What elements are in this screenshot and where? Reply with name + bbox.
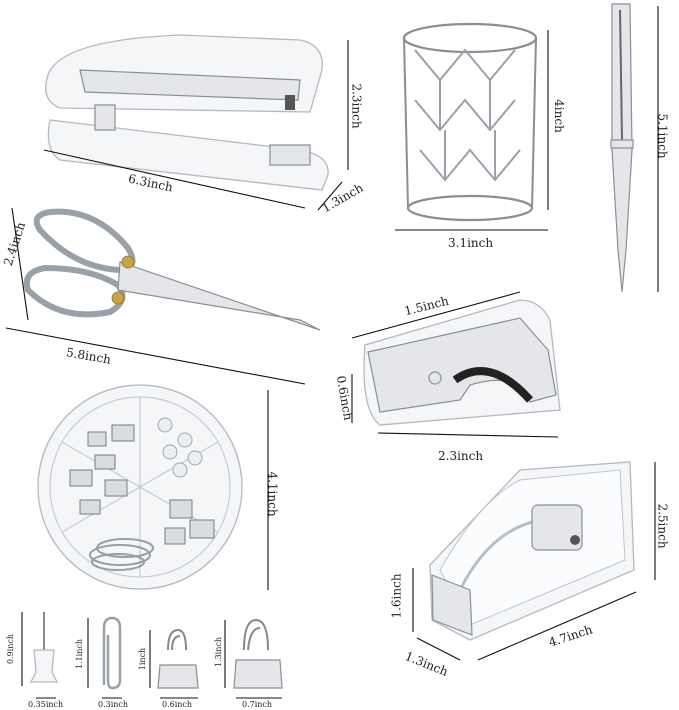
staple-remover-illustration <box>363 299 561 426</box>
pen-holder-diameter-label: 3.1inch <box>448 236 494 250</box>
paperclip-height-label: 1.1inch <box>75 638 85 670</box>
dimension-lines <box>5 6 659 699</box>
clip-organizer-illustration <box>37 384 243 590</box>
pushpin-illustration <box>29 612 59 683</box>
stapler-illustration <box>45 34 329 191</box>
large-clip-height-label: 1.3inch <box>214 636 224 668</box>
paperclip-width-label: 0.3inch <box>98 700 129 709</box>
pushpin-width-label: 0.35inch <box>28 700 64 709</box>
small-clip-width-label: 0.6inch <box>162 700 193 709</box>
small-clip-height-label: 1inch <box>138 647 148 671</box>
large-binder-clip-illustration <box>233 618 283 689</box>
pen-holder-illustration <box>402 22 538 222</box>
dispenser-front-height-label: 1.6inch <box>389 573 404 619</box>
paperclip-illustration <box>102 616 122 690</box>
pen-illustration <box>610 3 634 293</box>
organizer-diameter-label: 4.1inch <box>265 471 280 517</box>
scissors-illustration <box>23 208 321 331</box>
pen-length-label: 5.1inch <box>655 113 670 159</box>
stapler-height-label: 2.3inch <box>349 83 364 129</box>
pen-holder-height-label: 4inch <box>551 99 566 133</box>
remover-width-label: 2.3inch <box>438 449 484 463</box>
large-clip-width-label: 0.7inch <box>242 700 273 709</box>
pushpin-height-label: 0.9inch <box>6 633 16 665</box>
tape-dispenser-illustration <box>429 461 635 641</box>
dispenser-height-label: 2.5inch <box>655 503 670 549</box>
small-binder-clip-illustration <box>157 628 199 689</box>
